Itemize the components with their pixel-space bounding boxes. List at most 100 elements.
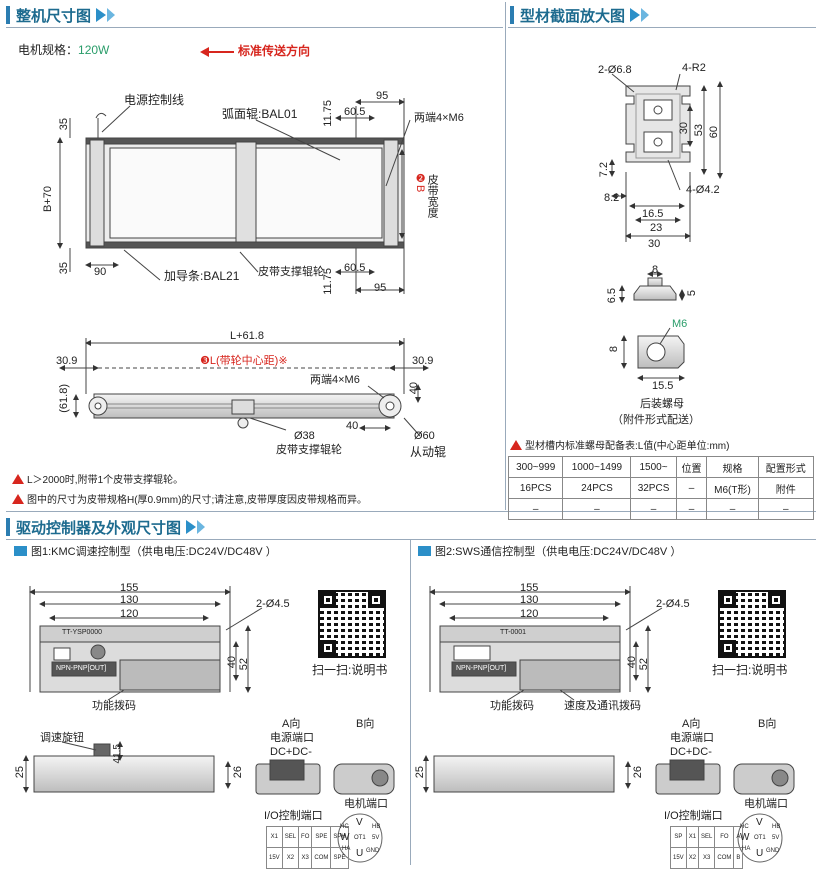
divider-driver-top xyxy=(6,539,816,540)
fig1-hole: 2-Ø4.5 xyxy=(256,598,290,610)
note-1: L＞2000时,附带1个皮带支撑辊轮。 xyxy=(12,474,183,486)
fig2-power-port: 电源端口 xyxy=(670,732,714,744)
warning-icon xyxy=(12,474,24,484)
dim-1175b: 11.75 xyxy=(322,268,334,295)
fig1-dc: DC+DC- xyxy=(270,746,312,758)
note-2: 图中的尺寸为皮带规格H(厚0.9mm)的尺寸;请注意,皮带厚度因皮带规格而异。 xyxy=(12,494,367,506)
fig1-io-port: I/O控制端口 xyxy=(264,810,323,822)
conveyor-top-view xyxy=(57,98,411,294)
nut-155: 15.5 xyxy=(652,380,674,392)
fig1-25: 25 xyxy=(14,766,26,779)
dim-309b: 30.9 xyxy=(412,355,434,367)
fig2-hole: 2-Ø4.5 xyxy=(656,598,690,610)
dim-1175a: 11.75 xyxy=(322,100,334,127)
arrow-icon xyxy=(96,8,107,22)
fig2-26: 26 xyxy=(632,766,644,779)
support-roller-label-1: 皮带支撑辊轮 xyxy=(258,266,324,278)
spec-value: 120W xyxy=(78,43,110,57)
motor1-v: V xyxy=(356,817,363,828)
divider-top-right xyxy=(508,27,816,28)
book-icon xyxy=(14,546,27,556)
profile-r2: 4-R2 xyxy=(682,62,706,74)
divider-driver-mid xyxy=(410,540,411,865)
fig2-155: 155 xyxy=(520,582,539,594)
nut-table-title: 型材槽内标准螺母配备表:L值(中心距单位:mm) xyxy=(510,440,729,452)
fig1-52: 52 xyxy=(238,658,250,671)
section-title-driver: 驱动控制器及外观尺寸图 xyxy=(6,516,206,538)
profile-30b: 30 xyxy=(648,238,661,250)
arrow-icon xyxy=(186,520,197,534)
motor1-gnd: GND xyxy=(366,848,380,854)
fig2-52: 52 xyxy=(638,658,650,671)
roller-label: 弧面辊:BAL01 xyxy=(222,107,298,121)
dim-618: (61.8) xyxy=(58,384,70,413)
book-icon xyxy=(418,546,431,556)
dim-605b: 60.5 xyxy=(344,262,366,274)
dim-309a: 30.9 xyxy=(56,355,78,367)
motor2-gnd: GND xyxy=(766,848,780,854)
table-row: 300~999 1000~1499 1500~ 位置 规格 配置形式 xyxy=(507,456,815,478)
nut-table: 300~999 1000~1499 1500~ 位置 规格 配置形式 16PCS… xyxy=(507,456,815,520)
fig2-motor-port: 电机端口 xyxy=(744,798,788,810)
section-title-profile: 型材截面放大图 xyxy=(510,4,650,26)
motor2-w: W xyxy=(740,832,750,843)
divider-top-left xyxy=(6,27,503,28)
fig2-120: 120 xyxy=(520,608,539,620)
belt-width-b: ❷B xyxy=(414,172,427,193)
driver1-ports xyxy=(255,759,395,795)
fig1-40: 40 xyxy=(226,656,238,669)
motor1-hb: HB xyxy=(372,824,381,830)
dim-95b: 95 xyxy=(374,282,387,294)
dim-40a: 40 xyxy=(408,382,420,395)
fig2-io-port: I/O控制端口 xyxy=(664,810,723,822)
motor1-5v: 5V xyxy=(372,835,380,841)
fig2-dip: 功能拨码 xyxy=(490,700,534,712)
fig2-scan: 扫一扫:说明书 xyxy=(712,663,788,677)
fig2-view-b: B向 xyxy=(758,718,777,730)
driver1-side-view xyxy=(23,741,231,793)
belt-width-label: 皮带宽度 xyxy=(426,174,439,218)
nut-65: 6.5 xyxy=(606,288,618,304)
dim-phi60: Ø60 xyxy=(414,430,435,442)
fig1-view-a: A向 xyxy=(282,718,301,730)
dim-phi38: Ø38 xyxy=(294,430,315,442)
arrow-icon xyxy=(630,8,641,22)
nut-drawing xyxy=(619,271,685,381)
fig1-model: TT-YSP0000 xyxy=(62,629,103,636)
fig2-npn: NPN-PNP[OUT] xyxy=(456,665,507,672)
driven-roller-label: 从动辊 xyxy=(410,445,447,459)
fig2-model: TT-0001 xyxy=(500,629,527,636)
nut-5: 5 xyxy=(686,290,698,297)
motor2-v: V xyxy=(756,817,763,828)
driver2-top-view xyxy=(429,586,663,701)
nut-caption-2: （附件形式配送） xyxy=(612,414,700,426)
dim-35a: 35 xyxy=(58,118,70,131)
dim-35b: 35 xyxy=(58,262,70,275)
fig1-title: 图1:KMC调速控制型（供电电压:DC24V/DC48V ） xyxy=(14,546,277,558)
fig2-130: 130 xyxy=(520,594,539,606)
profile-hole: 2-Ø6.8 xyxy=(598,64,632,76)
motor1-u: U xyxy=(356,848,364,859)
both-ends-label-1: 两端4×M6 xyxy=(414,112,464,124)
section-title-overall: 整机尺寸图 xyxy=(6,4,116,26)
warning-icon xyxy=(12,494,24,504)
power-line-label: 电源控制线 xyxy=(124,93,185,107)
profile-42: 4-Ø4.2 xyxy=(686,184,720,196)
fig1-scan: 扫一扫:说明书 xyxy=(312,663,388,677)
fig1-26: 26 xyxy=(232,766,244,779)
fig1-415: 41.5 xyxy=(112,744,123,764)
conveyor-side-view xyxy=(59,338,429,437)
motor1-hc: HC xyxy=(340,824,349,830)
warning-icon xyxy=(510,440,522,450)
table-row: – – – – – – xyxy=(507,498,815,520)
motor2-hb: HB xyxy=(772,824,781,830)
qr-code-1 xyxy=(318,590,386,658)
motor1-ha: HA xyxy=(342,846,351,852)
fig1-power-port: 电源端口 xyxy=(270,732,314,744)
divider-mid xyxy=(6,511,816,512)
